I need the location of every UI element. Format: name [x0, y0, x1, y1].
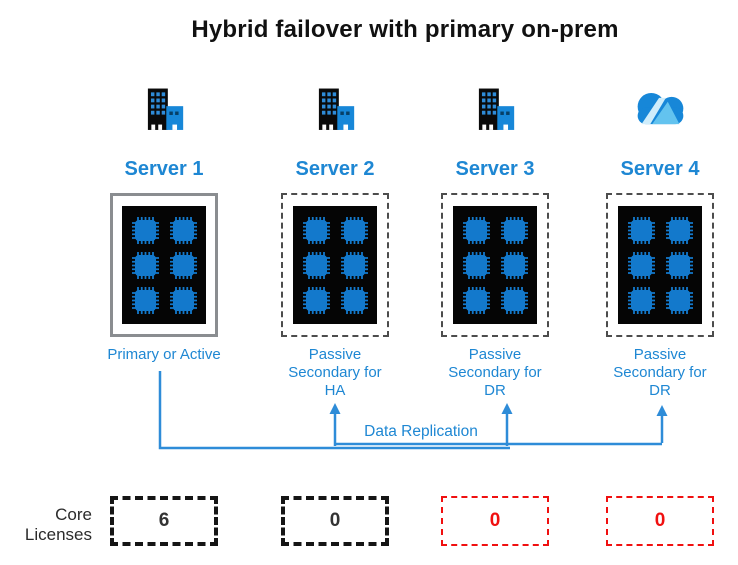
up-arrowhead-server-3	[501, 403, 513, 414]
server-1-box	[110, 193, 218, 337]
license-box-server-1: 6	[110, 496, 218, 546]
cpu-chip-panel	[618, 206, 702, 324]
server-name: Server 1	[124, 158, 204, 180]
server-column-4: Server 4 Passive Secondary for DR	[585, 85, 735, 400]
diagram-title: Hybrid failover with primary on-prem	[191, 16, 619, 43]
server-column-3: Server 3 Passive Secondary for DR	[420, 85, 570, 400]
up-arrowhead-server-2	[329, 403, 341, 414]
up-arrowhead-server-4	[656, 405, 668, 416]
on-prem-building-icon	[312, 85, 358, 133]
server-role-label: Passive Secondary for HA	[288, 346, 382, 399]
cpu-chip-panel	[453, 206, 537, 324]
on-prem-building-icon	[141, 85, 187, 133]
cpu-chip-panel	[122, 206, 206, 324]
license-box-server-4: 0	[606, 496, 714, 546]
license-box-server-3: 0	[441, 496, 549, 546]
server-3-box	[441, 193, 549, 337]
server-role-label: Passive Secondary for DR	[613, 346, 707, 399]
cpu-chip-panel	[293, 206, 377, 324]
core-licenses-label-line2: Licenses	[24, 525, 92, 544]
data-replication-label: Data Replication	[364, 423, 478, 440]
core-licenses-label: Core Licenses	[0, 505, 92, 545]
server-column-1: Server 1 Primary or Active	[89, 85, 239, 364]
server-name: Server 2	[295, 158, 375, 180]
server-2-box	[281, 193, 389, 337]
server-name: Server 3	[455, 158, 535, 180]
server-role-label: Passive Secondary for DR	[448, 346, 542, 399]
on-prem-building-icon	[472, 85, 518, 133]
license-box-server-2: 0	[281, 496, 389, 546]
core-licenses-label-line1: Core	[55, 505, 92, 524]
server-column-2: Server 2 Passive Secondary for HA	[260, 85, 410, 400]
server-4-box	[606, 193, 714, 337]
server-name: Server 4	[620, 158, 700, 180]
azure-cloud-icon	[625, 85, 695, 133]
server-role-label: Primary or Active	[107, 346, 221, 363]
